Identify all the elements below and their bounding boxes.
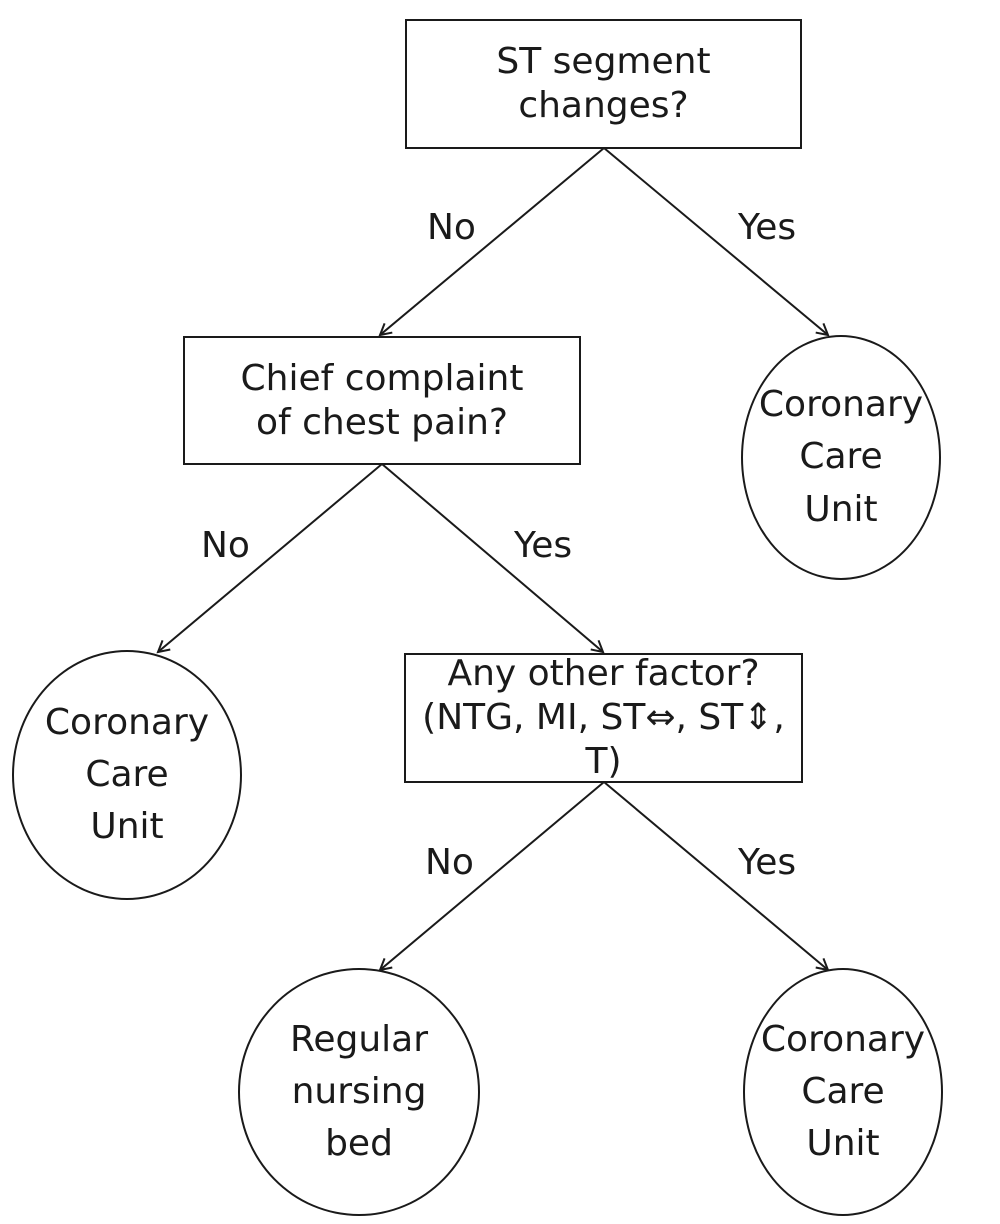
edge-q3-yes — [603, 781, 828, 970]
edge-q1-no — [380, 147, 605, 335]
outcome-line: Coronary — [758, 384, 924, 426]
outcome-line: Unit — [90, 806, 164, 848]
outcome-line: nursing — [291, 1070, 427, 1112]
outcome-line: Unit — [806, 1123, 880, 1165]
outcome-regular-nursing-bed: Regular nursing bed — [238, 968, 480, 1216]
edge-label-q3-yes: Yes — [738, 842, 797, 883]
outcome-coronary-care-unit-2: Coronary Care Unit — [12, 650, 242, 900]
question-other-factor: Any other factor? (NTG, MI, ST⇔, ST⇕, T) — [404, 653, 803, 783]
question-chest-pain: Chief complaint of chest pain? — [183, 336, 581, 465]
question-st-segment: ST segment changes? — [405, 19, 802, 149]
question-other-factor-line-1: Any other factor? — [447, 653, 760, 695]
outcome-line: Care — [801, 1070, 885, 1112]
outcome-coronary-care-unit-3: Coronary Care Unit — [743, 968, 943, 1216]
edge-label-q1-yes: Yes — [738, 207, 797, 248]
edge-label-q2-yes: Yes — [514, 525, 573, 566]
edge-label-q2-no: No — [201, 525, 250, 566]
outcome-line: Care — [85, 753, 169, 795]
edge-q1-yes — [603, 147, 828, 335]
question-chest-pain-line-1: Chief complaint — [240, 357, 524, 399]
edge-q2-yes — [381, 463, 603, 652]
question-other-factor-line-2: (NTG, MI, ST⇔, ST⇕, T) — [422, 697, 785, 782]
edge-q3-no — [380, 781, 605, 970]
outcome-line: Coronary — [44, 701, 210, 743]
outcome-line: Regular — [289, 1018, 429, 1060]
outcome-line: Unit — [804, 488, 878, 530]
outcome-line: Care — [799, 436, 883, 478]
edge-q2-no — [158, 463, 383, 652]
outcome-line: Coronary — [760, 1018, 926, 1060]
edge-label-q1-no: No — [427, 207, 476, 248]
outcome-line: bed — [325, 1123, 393, 1165]
edge-label-q3-no: No — [425, 842, 474, 883]
outcome-coronary-care-unit-1: Coronary Care Unit — [741, 335, 941, 580]
question-st-segment-line-1: ST segment changes? — [496, 41, 711, 126]
question-chest-pain-line-2: of chest pain? — [255, 401, 509, 443]
